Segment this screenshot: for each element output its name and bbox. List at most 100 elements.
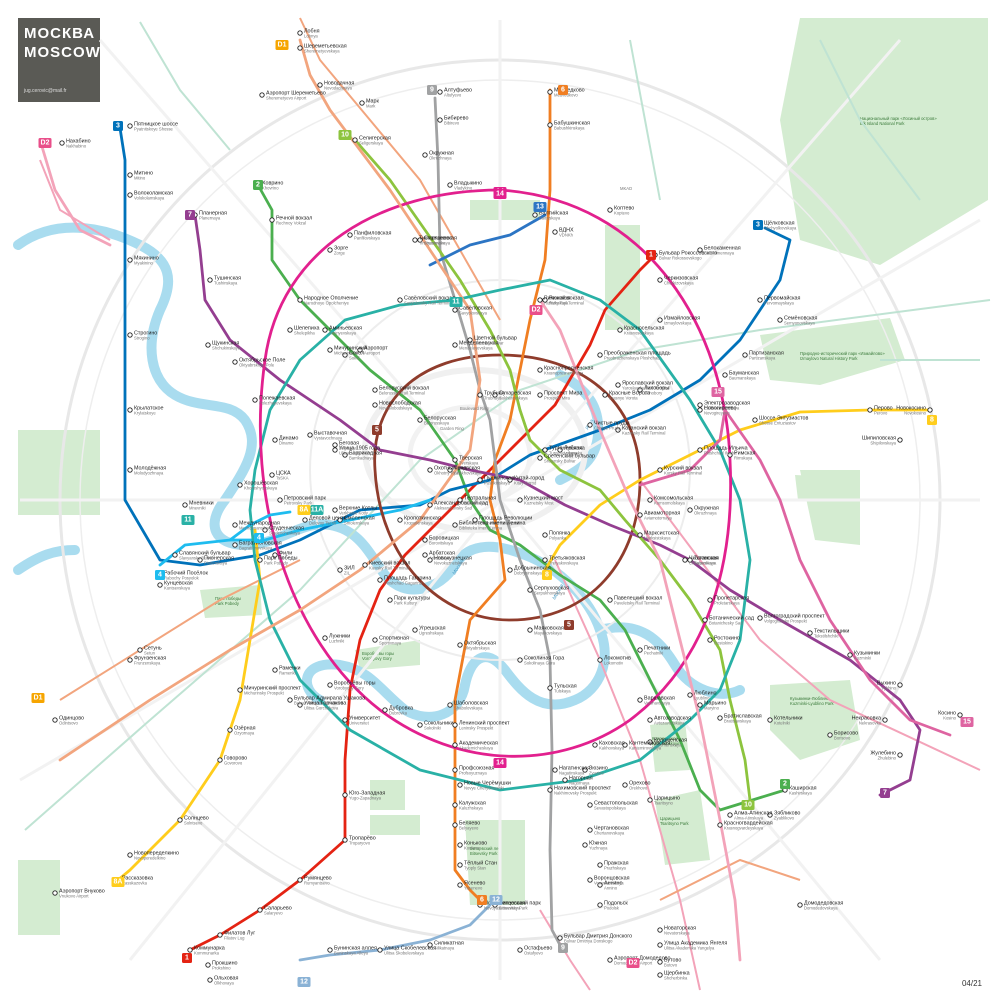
station-dot[interactable] xyxy=(205,962,211,968)
station-dot[interactable] xyxy=(537,297,543,303)
station-dot[interactable] xyxy=(647,717,653,723)
station-dot[interactable] xyxy=(477,392,483,398)
line-badge[interactable]: 8A xyxy=(297,505,311,515)
station-dot[interactable] xyxy=(262,527,268,533)
station-label[interactable]: Стрешнево xyxy=(424,236,452,242)
station-label[interactable]: Новаторская xyxy=(664,926,696,932)
station-label[interactable]: Лихоборы xyxy=(644,386,669,392)
station-label[interactable]: Шаболовская xyxy=(454,701,488,707)
station-dot[interactable] xyxy=(352,137,358,143)
station-dot[interactable] xyxy=(332,447,338,453)
station-label[interactable]: Октябрьская xyxy=(464,641,496,647)
station-label[interactable]: Ясенево xyxy=(464,881,485,887)
station-label[interactable]: Бибирево xyxy=(444,116,468,122)
station-dot[interactable] xyxy=(342,717,348,723)
station-dot[interactable] xyxy=(287,697,293,703)
station-label[interactable]: ВДНХ xyxy=(559,228,574,234)
station-label[interactable]: Силикатная xyxy=(434,941,464,947)
station-dot[interactable] xyxy=(182,502,188,508)
station-dot[interactable] xyxy=(927,407,933,413)
station-label[interactable]: Площадь Ильича xyxy=(704,446,748,452)
station-dot[interactable] xyxy=(617,327,623,333)
station-label[interactable]: Улица Горчакова xyxy=(304,701,346,707)
station-label[interactable]: Народное Ополчение xyxy=(304,296,358,302)
station-dot[interactable] xyxy=(447,702,453,708)
line-3-arbatsko-pokrovskaya[interactable] xyxy=(118,126,792,567)
station-label[interactable]: Октябрьское Поле xyxy=(239,358,285,364)
station-dot[interactable] xyxy=(157,582,163,588)
line-badge[interactable]: 6 xyxy=(558,85,568,95)
station-dot[interactable] xyxy=(532,212,538,218)
line-badge[interactable]: 1 xyxy=(646,250,656,260)
station-label[interactable]: Кунцевская xyxy=(164,581,193,587)
station-label[interactable]: Фрунзенская xyxy=(134,656,166,662)
line-badge[interactable]: 15 xyxy=(960,717,974,727)
station-dot[interactable] xyxy=(377,577,383,583)
station-label[interactable]: Улица Скобелевская xyxy=(384,946,436,952)
line-15-nekrasovskaya[interactable] xyxy=(638,408,727,487)
line-badge[interactable]: 8 xyxy=(542,570,552,580)
station-label[interactable]: Окружная xyxy=(429,151,454,157)
station-label[interactable]: Ростокино xyxy=(714,636,740,642)
station-label[interactable]: Панфиловская xyxy=(354,231,391,237)
station-label[interactable]: Новоясеневская xyxy=(484,901,525,907)
station-label[interactable]: Павелецкий вокзал xyxy=(614,595,662,602)
station-dot[interactable] xyxy=(447,467,453,473)
station-dot[interactable] xyxy=(297,45,303,51)
station-label[interactable]: Аэропорт Домодедово xyxy=(614,956,671,962)
station-label[interactable]: ЗИЛ xyxy=(344,566,355,572)
station-dot[interactable] xyxy=(217,932,223,938)
station-label[interactable]: Ольховая xyxy=(214,976,239,982)
station-label[interactable]: Шереметьевская xyxy=(304,44,347,50)
station-dot[interactable] xyxy=(637,512,643,518)
station-dot[interactable] xyxy=(269,217,275,223)
line-badge[interactable]: 2 xyxy=(253,180,263,190)
station-label[interactable]: Ховрино xyxy=(262,181,283,187)
station-dot[interactable] xyxy=(232,359,238,365)
station-label[interactable]: Котельники xyxy=(774,716,803,722)
station-label[interactable]: Варшавская xyxy=(644,696,675,702)
station-label[interactable]: Выхино xyxy=(877,681,896,687)
station-dot[interactable] xyxy=(259,92,265,98)
station-dot[interactable] xyxy=(552,229,558,235)
station-dot[interactable] xyxy=(687,557,693,563)
line-badge[interactable]: 3 xyxy=(753,220,763,230)
station-label[interactable]: Пятницкое шоссе xyxy=(134,122,178,128)
line-badge[interactable]: D2 xyxy=(626,958,640,968)
station-label[interactable]: Перово xyxy=(874,406,893,412)
station-label[interactable]: Театральная xyxy=(464,496,496,502)
line-badge[interactable]: 5 xyxy=(372,425,382,435)
station-dot[interactable] xyxy=(742,352,748,358)
line-13-monorail[interactable] xyxy=(428,213,547,267)
station-dot[interactable] xyxy=(447,182,453,188)
station-dot[interactable] xyxy=(615,382,621,388)
station-label[interactable]: Марк xyxy=(366,99,380,105)
station-dot[interactable] xyxy=(227,727,233,733)
station-dot[interactable] xyxy=(867,407,873,413)
station-dot[interactable] xyxy=(452,307,458,313)
station-label[interactable]: Рижская xyxy=(549,296,570,302)
station-dot[interactable] xyxy=(557,935,563,941)
station-label[interactable]: Балтийская xyxy=(539,210,568,217)
line-12-butovskaya[interactable] xyxy=(298,903,492,962)
station-dot[interactable] xyxy=(452,722,458,728)
line-10-lyublinsko-dmitrovskaya[interactable] xyxy=(353,138,752,802)
station-label[interactable]: Сокольники xyxy=(424,721,454,727)
station-label[interactable]: Бунинская аллея xyxy=(334,946,377,952)
station-dot[interactable] xyxy=(517,657,523,663)
station-dot[interactable] xyxy=(422,552,428,558)
station-dot[interactable] xyxy=(657,927,663,933)
station-dot[interactable] xyxy=(337,567,343,573)
station-label[interactable]: Косино xyxy=(938,711,956,717)
station-label[interactable]: Сокол xyxy=(349,351,364,357)
station-dot[interactable] xyxy=(372,387,378,393)
station-dot[interactable] xyxy=(412,237,418,243)
line-badge[interactable]: D2 xyxy=(38,138,52,148)
station-label[interactable]: Бабушкинская xyxy=(554,121,590,127)
station-label[interactable]: Новокосино xyxy=(896,406,926,412)
station-dot[interactable] xyxy=(647,497,653,503)
station-label[interactable]: Красногвардейская xyxy=(724,820,773,827)
station-label[interactable]: Румянцево xyxy=(304,876,332,882)
station-dot[interactable] xyxy=(342,792,348,798)
station-label[interactable]: Подольск xyxy=(604,901,628,907)
